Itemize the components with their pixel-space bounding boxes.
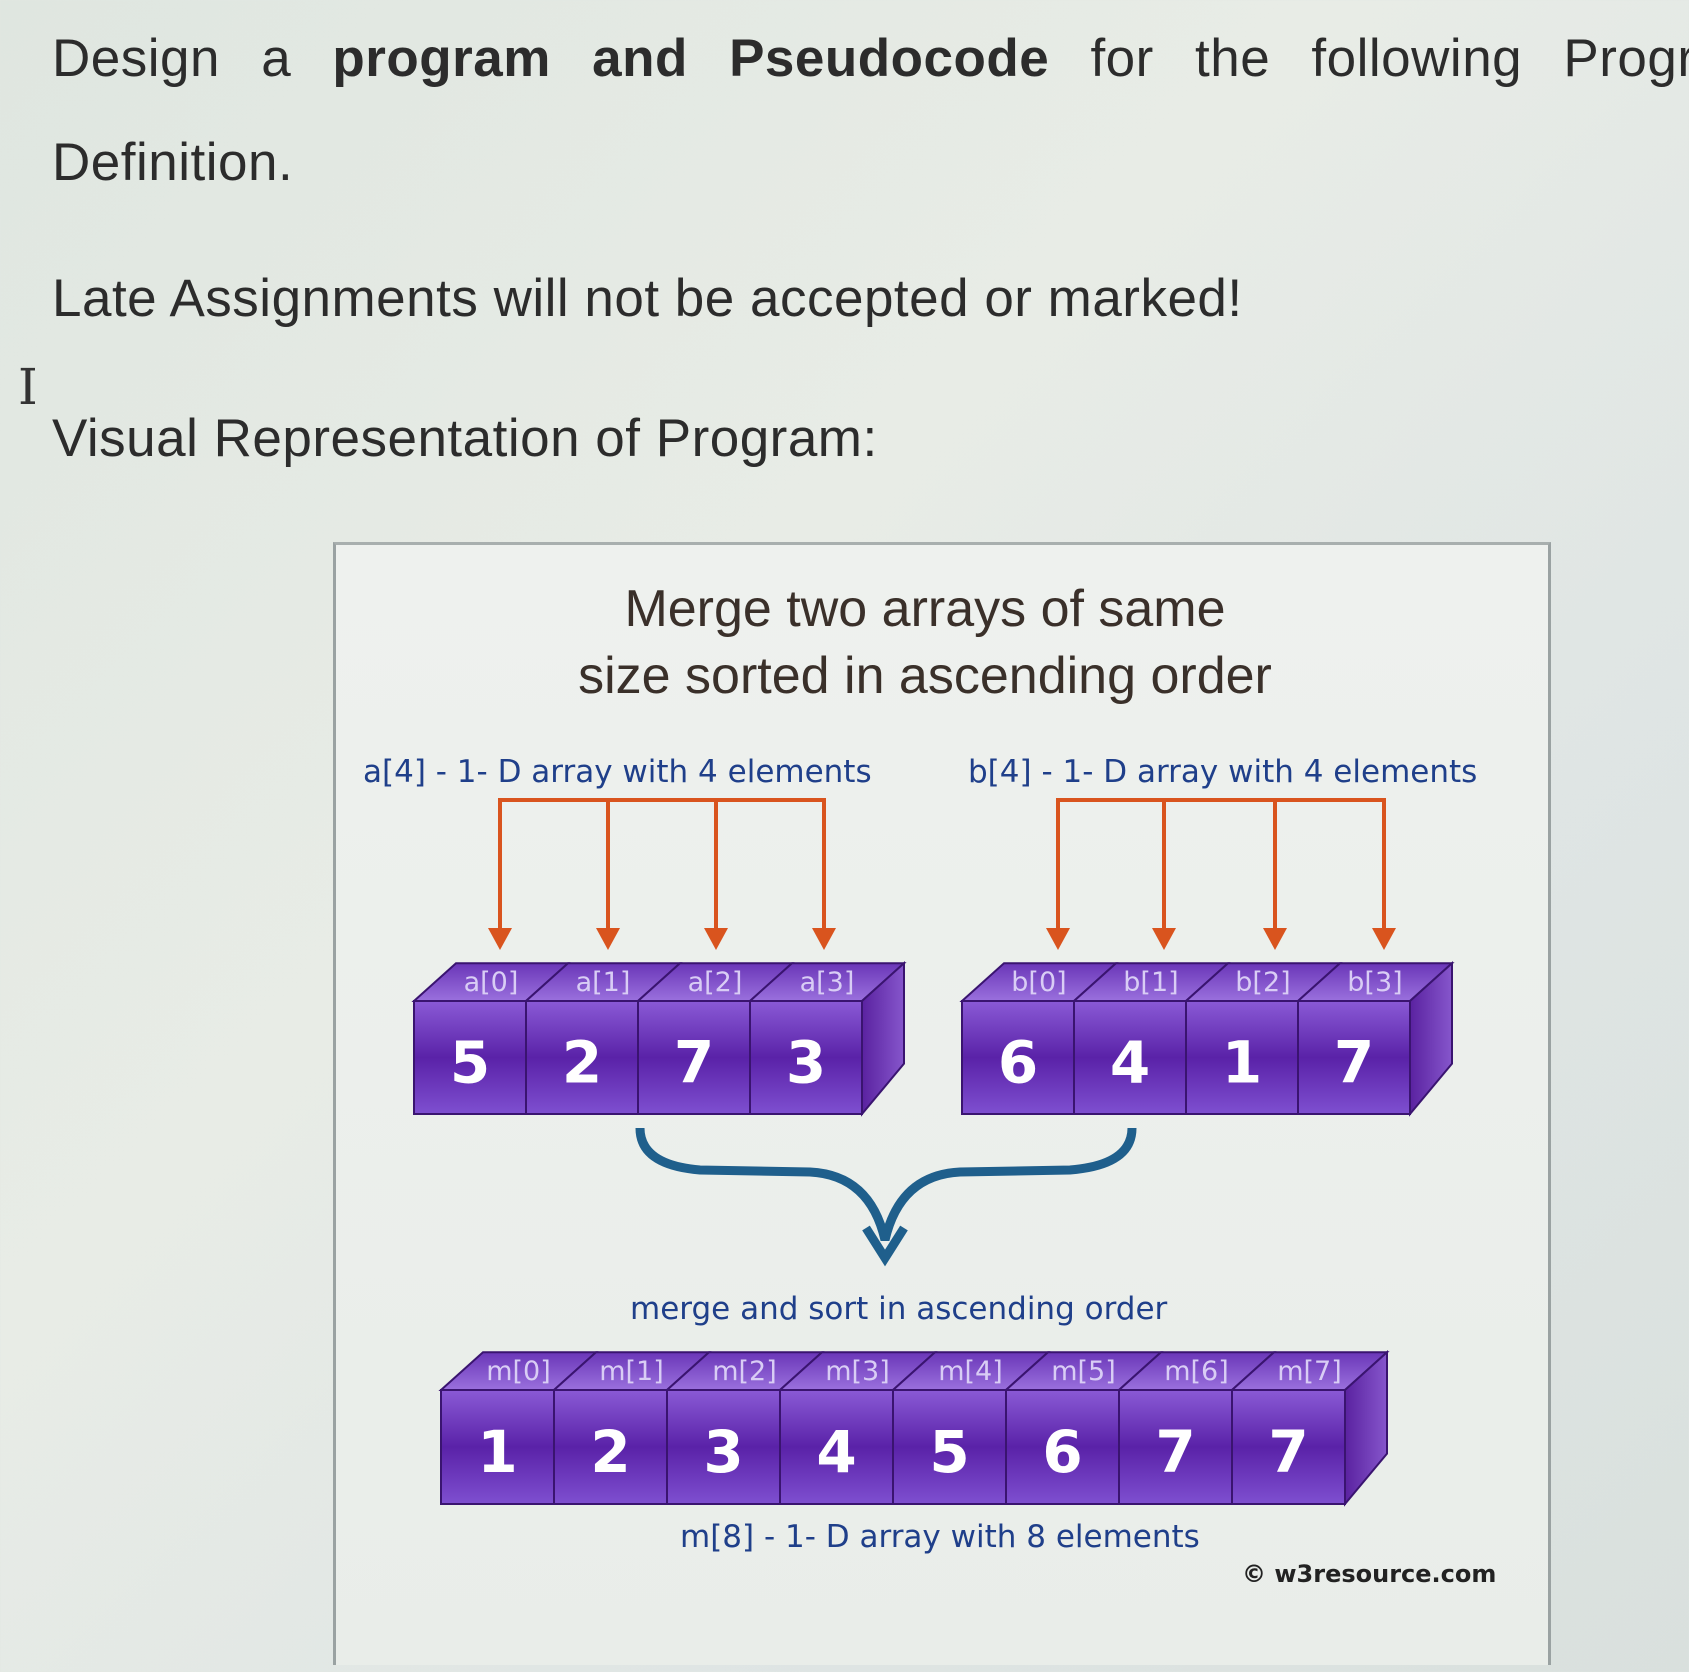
array-b-value: 6 bbox=[998, 1028, 1038, 1096]
array-b-cell: b[2] 1 bbox=[1183, 962, 1343, 1115]
instruction-line: Design a program and Pseudocode for the … bbox=[52, 28, 1689, 89]
array-b-side-face bbox=[1409, 960, 1453, 1117]
cube-group: a[0] 5 a[1] 2 a[2] 7 a[3] 3 b[0] 6 b[1] 4 b[2] 1 b[3] 7… bbox=[411, 960, 1455, 1507]
array-a-value: 7 bbox=[674, 1028, 714, 1096]
array-a-index-label: a[1] bbox=[576, 967, 631, 998]
array-a-arrowhead-icon bbox=[596, 928, 620, 950]
diagram-title-line1: Merge two arrays of same bbox=[624, 580, 1225, 638]
array-b-value: 7 bbox=[1334, 1028, 1374, 1096]
array-m-cell-front bbox=[1231, 1389, 1346, 1505]
array-b-value: 1 bbox=[1222, 1028, 1262, 1096]
array-a-cell: a[2] 7 bbox=[635, 962, 795, 1115]
array-b-cell-front bbox=[1297, 1000, 1411, 1115]
array-m-value: 7 bbox=[1155, 1418, 1195, 1486]
array-b-value: 4 bbox=[1110, 1028, 1150, 1096]
array-m-side-face bbox=[1344, 1349, 1388, 1507]
array-m-cell: m[3] 4 bbox=[777, 1351, 938, 1505]
array-m-index-label: m[5] bbox=[1051, 1356, 1116, 1387]
array-a-value: 2 bbox=[562, 1028, 602, 1096]
visual-heading: Visual Representation of Program: bbox=[52, 409, 878, 468]
array-b-cell: b[0] 6 bbox=[959, 962, 1119, 1115]
array-b-cell-front bbox=[1185, 1000, 1299, 1115]
array-b-arrow-bar bbox=[1056, 798, 1386, 820]
diagram-title-line2: size sorted in ascending order bbox=[578, 647, 1272, 705]
array-b-index-label: b[3] bbox=[1347, 967, 1402, 998]
array-m-value: 4 bbox=[816, 1418, 856, 1486]
array-m-cell-front bbox=[892, 1389, 1007, 1505]
merge-brace-icon bbox=[635, 1127, 1137, 1242]
merge-arrow-icon bbox=[862, 1225, 908, 1267]
array-b-label: b[4] - 1- D array with 4 elements bbox=[968, 754, 1477, 790]
array-m-cell-front bbox=[779, 1389, 894, 1505]
array-m-cell: m[5] 6 bbox=[1003, 1351, 1164, 1505]
array-a-arrowhead-icon bbox=[704, 928, 728, 950]
array-m-index-label: m[1] bbox=[599, 1356, 664, 1387]
array-b-cell-front bbox=[1073, 1000, 1187, 1115]
array-b-arrowhead-icon bbox=[1046, 928, 1070, 950]
instruction-bold: program and Pseudocode bbox=[332, 29, 1050, 88]
array-a-index-label: a[0] bbox=[464, 967, 519, 998]
array-a-arrowhead-icon bbox=[488, 928, 512, 950]
array-b-cell: b[1] 4 bbox=[1071, 962, 1231, 1115]
array-m-cell: m[0] 1 bbox=[438, 1351, 599, 1505]
array-m-label: m[8] - 1- D array with 8 elements bbox=[680, 1519, 1200, 1555]
array-a-label: a[4] - 1- D array with 4 elements bbox=[363, 754, 872, 790]
array-b-index-label: b[2] bbox=[1235, 967, 1290, 998]
array-m-value: 7 bbox=[1268, 1418, 1308, 1486]
array-b-cell: b[3] 7 bbox=[1295, 962, 1455, 1115]
copyright: © w3resource.com bbox=[1242, 1560, 1496, 1588]
array-a-cell-front bbox=[637, 1000, 751, 1115]
array-m-value: 6 bbox=[1042, 1418, 1082, 1486]
text-cursor-icon: I bbox=[18, 358, 38, 416]
array-m-cell-front bbox=[666, 1389, 781, 1505]
array-a-index-label: a[3] bbox=[800, 967, 855, 998]
array-m-value: 1 bbox=[477, 1418, 517, 1486]
array-m-index-label: m[4] bbox=[938, 1356, 1003, 1387]
array-m-cell-front bbox=[553, 1389, 668, 1505]
array-m-value: 5 bbox=[929, 1418, 969, 1486]
array-a-index-label: a[2] bbox=[688, 967, 743, 998]
array-b-arrowhead-icon bbox=[1372, 928, 1396, 950]
array-a-arrowhead-icon bbox=[812, 928, 836, 950]
array-m-value: 3 bbox=[703, 1418, 743, 1486]
array-m-cell: m[7] 7 bbox=[1229, 1351, 1390, 1505]
merge-label: merge and sort in ascending order bbox=[630, 1291, 1168, 1327]
array-a-arrow-bar bbox=[498, 798, 826, 820]
array-m-cell: m[4] 5 bbox=[890, 1351, 1051, 1505]
array-m-index-label: m[2] bbox=[712, 1356, 777, 1387]
array-m-index-label: m[7] bbox=[1277, 1356, 1342, 1387]
array-a-value: 3 bbox=[786, 1028, 826, 1096]
array-b-cell-front bbox=[961, 1000, 1075, 1115]
late-warning: Late Assignments will not be accepted or… bbox=[52, 269, 1243, 328]
array-m-cell-front bbox=[1005, 1389, 1120, 1505]
array-b-index-label: b[0] bbox=[1011, 967, 1066, 998]
array-m-cell: m[2] 3 bbox=[664, 1351, 825, 1505]
array-a-value: 5 bbox=[450, 1028, 490, 1096]
array-b-index-label: b[1] bbox=[1123, 967, 1178, 998]
array-a-cell-front bbox=[525, 1000, 639, 1115]
array-b-arrowhead-icon bbox=[1152, 928, 1176, 950]
arrow-group bbox=[488, 798, 1396, 950]
instruction-post: for the following Progr bbox=[1090, 29, 1689, 88]
definition-text: Definition. bbox=[52, 133, 294, 192]
array-m-cell-front bbox=[440, 1389, 555, 1505]
array-m-index-label: m[6] bbox=[1164, 1356, 1229, 1387]
array-m-cell: m[1] 2 bbox=[551, 1351, 712, 1505]
array-a-side-face bbox=[861, 960, 905, 1117]
array-b-arrowhead-icon bbox=[1263, 928, 1287, 950]
array-m-index-label: m[0] bbox=[486, 1356, 551, 1387]
instruction-pre: Design a bbox=[52, 29, 292, 88]
array-m-value: 2 bbox=[590, 1418, 630, 1486]
array-m-index-label: m[3] bbox=[825, 1356, 890, 1387]
